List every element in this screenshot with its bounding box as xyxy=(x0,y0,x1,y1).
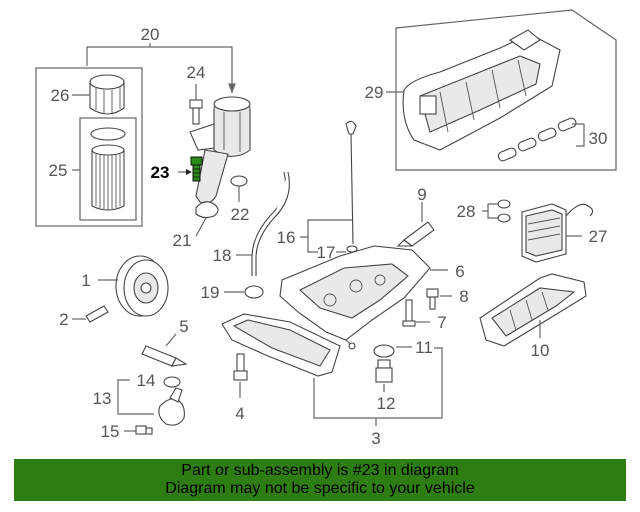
part-19-o-ring xyxy=(224,285,264,299)
footer-line-2: Diagram may not be specific to your vehi… xyxy=(165,480,475,497)
callout-5: 5 xyxy=(179,317,188,336)
callout-21: 21 xyxy=(173,231,192,250)
part-14-o-ring xyxy=(163,376,181,388)
footer-banner: Part or sub-assembly is #23 in diagram D… xyxy=(14,459,626,501)
part-22-o-ring xyxy=(230,175,248,202)
part-25-filter-element xyxy=(72,127,126,211)
callout-28: 28 xyxy=(457,202,476,221)
callout-14: 14 xyxy=(137,371,156,390)
callout-4: 4 xyxy=(235,404,244,423)
part-7-bolt xyxy=(402,299,430,327)
callout-8: 8 xyxy=(459,287,468,306)
part-21-gasket xyxy=(195,201,219,237)
filter-housing-body xyxy=(189,96,251,204)
group-29-intake-manifold xyxy=(386,9,617,171)
callout-10: 10 xyxy=(531,341,550,360)
callout-24: 24 xyxy=(187,63,206,82)
callout-30: 30 xyxy=(589,129,608,148)
callout-26: 26 xyxy=(51,86,70,105)
part-16-dipstick xyxy=(300,120,357,253)
callout-22: 22 xyxy=(231,205,250,224)
callout-12: 12 xyxy=(377,394,396,413)
callout-7: 7 xyxy=(437,313,446,332)
callout-25: 25 xyxy=(49,161,68,180)
group-3-bracket xyxy=(313,347,443,426)
part-12-drain-plug xyxy=(375,359,393,392)
part-15-bolt xyxy=(124,425,153,435)
part-26-filter-cap xyxy=(72,74,125,115)
callout-2: 2 xyxy=(59,310,68,329)
part-lower-oil-pan xyxy=(221,313,356,377)
footer-line-1: Part or sub-assembly is #23 in diagram xyxy=(181,462,459,479)
callout-13: 13 xyxy=(93,389,112,408)
part-8-bolt xyxy=(426,288,452,310)
part-17-o-ring xyxy=(336,245,358,253)
part-2-bolt xyxy=(72,305,109,323)
part-10-baffle xyxy=(479,273,587,347)
callout-6: 6 xyxy=(455,262,464,281)
callout-11: 11 xyxy=(415,338,433,357)
part-4-drain-bolt xyxy=(233,353,248,398)
callout-16: 16 xyxy=(277,228,296,247)
part-9-sealant-tube xyxy=(396,202,435,247)
part-27-oil-cooler xyxy=(521,203,594,263)
callout-23-highlighted: 23 xyxy=(151,163,170,182)
part-18-dipstick-tube xyxy=(236,171,290,276)
callout-15: 15 xyxy=(101,422,120,441)
group-13-oil-pump-pickup xyxy=(117,379,154,415)
part-23-bolt-highlighted xyxy=(178,156,203,182)
part-6-upper-oil-pan xyxy=(279,245,448,341)
callout-20: 20 xyxy=(141,25,160,44)
part-28-o-rings xyxy=(482,199,511,223)
part-pickup-tube xyxy=(158,387,185,426)
part-5-sealant-tube xyxy=(141,333,188,367)
part-1-pulley xyxy=(98,255,169,317)
callout-29: 29 xyxy=(365,83,384,102)
callout-27: 27 xyxy=(589,227,608,246)
callout-9: 9 xyxy=(417,185,426,204)
callout-19: 19 xyxy=(201,283,220,302)
part-24-bolt xyxy=(189,84,203,125)
part-30-gaskets xyxy=(497,117,585,162)
callout-18: 18 xyxy=(213,246,232,265)
callout-17: 17 xyxy=(317,243,336,262)
callout-labels: 1 2 3 4 5 6 7 8 9 10 11 12 13 14 15 16 1… xyxy=(49,25,608,448)
part-11-washer xyxy=(373,344,412,358)
callout-1: 1 xyxy=(81,271,90,290)
callout-3: 3 xyxy=(371,429,380,448)
group-20-filter-housing xyxy=(35,43,236,227)
